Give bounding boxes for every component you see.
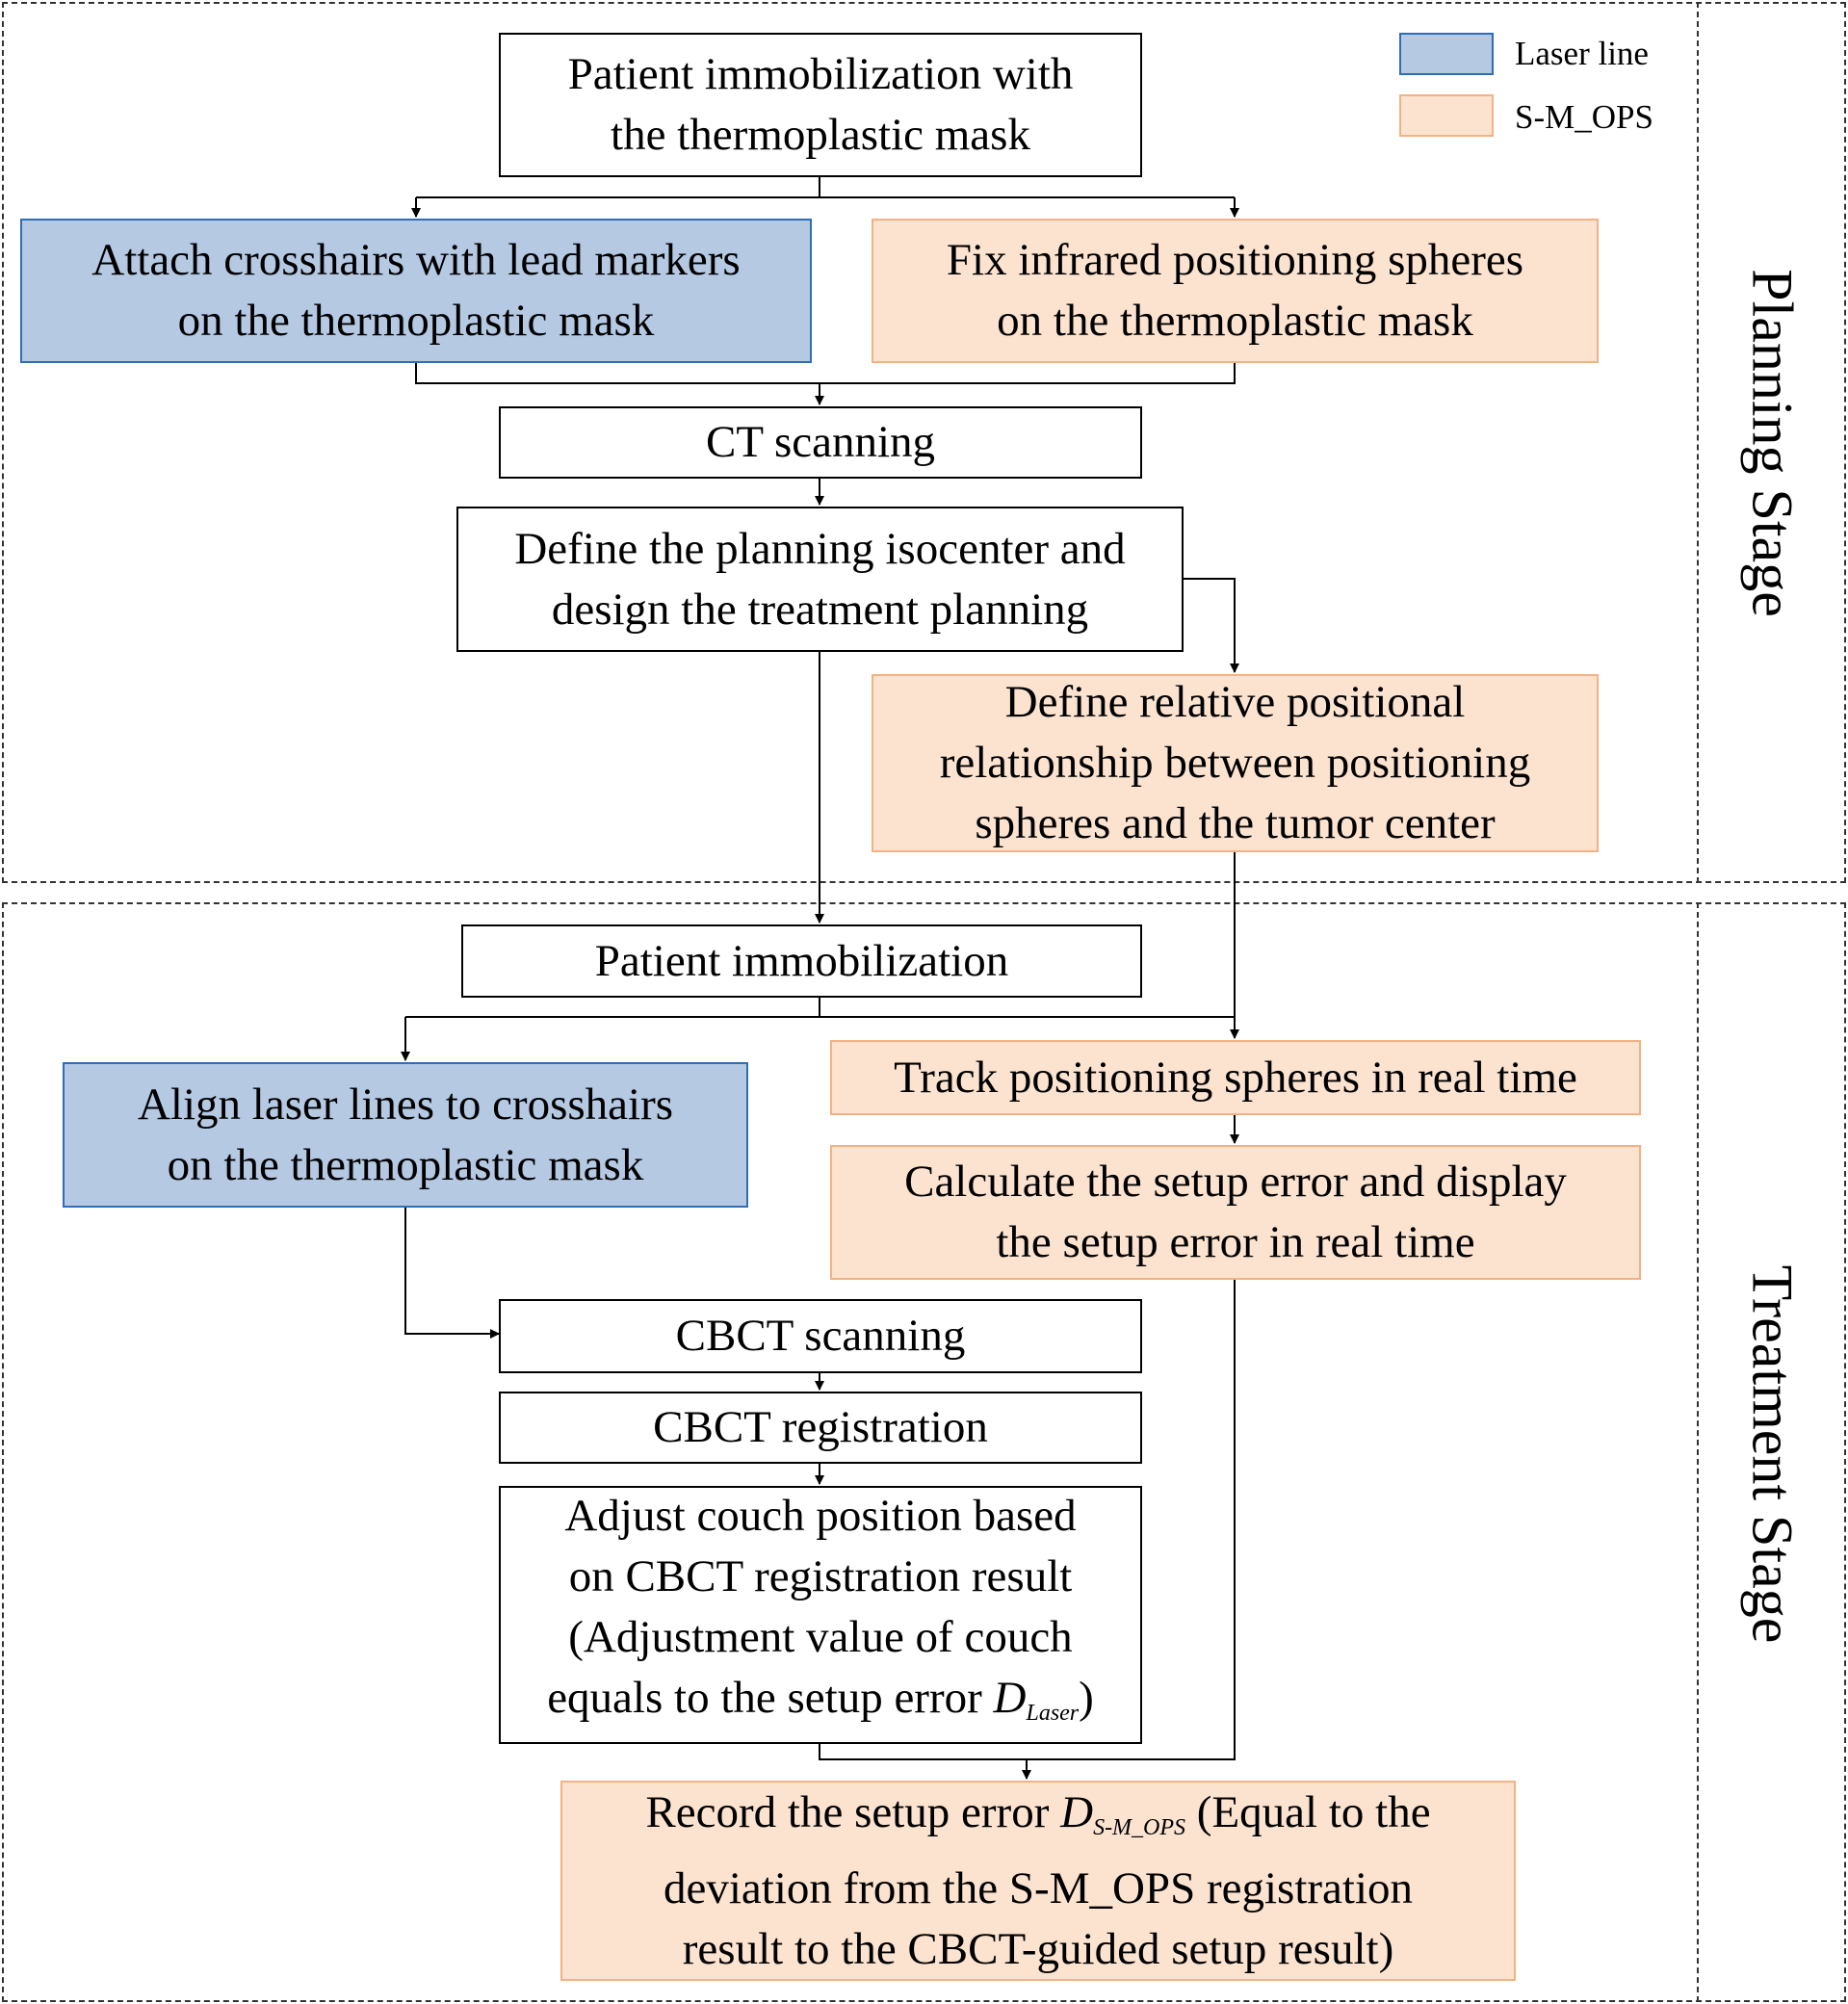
cbct-registration-box: CBCT registration <box>499 1392 1142 1464</box>
calculate-error-line2: the setup error in real time <box>996 1217 1475 1267</box>
define-isocenter-line1: Define the planning isocenter and <box>514 523 1126 574</box>
setup-error-laser-symbol: D <box>993 1673 1027 1723</box>
planning-stage-divider <box>1697 2 1699 883</box>
define-relationship-line2: relationship between positioning <box>939 738 1531 788</box>
legend-ops-swatch <box>1399 94 1494 137</box>
attach-crosshairs-line2: on the thermoplastic mask <box>177 296 655 346</box>
immobilization-mask-line2: the thermoplastic mask <box>611 110 1030 160</box>
attach-crosshairs-box: Attach crosshairs with lead markers on t… <box>20 219 812 363</box>
cbct-scanning-label: CBCT scanning <box>675 1311 966 1361</box>
align-laser-box: Align laser lines to crosshairs on the t… <box>63 1062 748 1208</box>
cbct-scanning-box: CBCT scanning <box>499 1299 1142 1373</box>
record-error-line1-suffix: (Equal to the <box>1185 1786 1431 1837</box>
treatment-stage-divider <box>1697 902 1699 2002</box>
calculate-error-box: Calculate the setup error and display th… <box>830 1145 1641 1280</box>
legend-ops-label: S-M_OPS <box>1515 98 1653 136</box>
arrow-to-define-relationship <box>1184 578 1239 673</box>
immobilization-mask-line1: Patient immobilization with <box>567 49 1074 99</box>
attach-crosshairs-line1: Attach crosshairs with lead markers <box>91 235 741 285</box>
define-isocenter-line2: design the treatment planning <box>551 584 1089 635</box>
define-isocenter-box: Define the planning isocenter and design… <box>456 507 1184 652</box>
setup-error-laser-subscript: Laser <box>1026 1701 1080 1726</box>
planning-stage-frame <box>2 2 1846 883</box>
immobilization-mask-box: Patient immobilization with the thermopl… <box>499 33 1142 177</box>
connector-mask-split <box>416 177 1235 198</box>
adjust-couch-line1: Adjust couch position based <box>564 1491 1077 1541</box>
patient-immobilization-label: Patient immobilization <box>594 935 1009 986</box>
adjust-couch-line4-prefix: equals to the setup error <box>547 1673 994 1723</box>
setup-error-ops-subscript: S-M_OPS <box>1093 1814 1186 1840</box>
record-error-box: Record the setup error DS-M_OPS (Equal t… <box>560 1781 1516 1981</box>
define-relationship-line1: Define relative positional <box>1004 677 1466 727</box>
ct-scanning-label: CT scanning <box>705 417 936 467</box>
arrow-to-cbct-scanning <box>404 1208 500 1339</box>
record-error-line1: Record the setup error DS-M_OPS (Equal t… <box>645 1783 1430 1859</box>
legend-laser-swatch <box>1399 33 1494 75</box>
connector-immobilization-split <box>819 998 1235 1018</box>
define-relationship-line3: spheres and the tumor center <box>975 798 1496 848</box>
fix-spheres-line1: Fix infrared positioning spheres <box>946 235 1524 285</box>
record-error-line3: result to the CBCT-guided setup result) <box>682 1923 1394 1974</box>
define-relationship-box: Define relative positional relationship … <box>872 674 1599 852</box>
ct-scanning-box: CT scanning <box>499 406 1142 479</box>
patient-immobilization-box: Patient immobilization <box>461 924 1142 998</box>
align-laser-line2: on the thermoplastic mask <box>167 1139 644 1190</box>
adjust-couch-line4: equals to the setup error DLaser) <box>547 1668 1094 1744</box>
fix-spheres-box: Fix infrared positioning spheres on the … <box>872 219 1599 363</box>
fix-spheres-line2: on the thermoplastic mask <box>997 296 1473 346</box>
align-laser-line1: Align laser lines to crosshairs <box>137 1079 674 1130</box>
cbct-registration-label: CBCT registration <box>653 1402 988 1452</box>
adjust-couch-line4-suffix: ) <box>1079 1673 1094 1723</box>
arrow-to-align-laser <box>405 1016 820 1060</box>
track-spheres-box: Track positioning spheres in real time <box>830 1040 1641 1115</box>
calculate-error-line1: Calculate the setup error and display <box>904 1157 1567 1207</box>
treatment-stage-frame <box>2 902 1846 2002</box>
adjust-couch-line2: on CBCT registration result <box>568 1551 1073 1601</box>
adjust-couch-line3: (Adjustment value of couch <box>568 1612 1073 1662</box>
setup-error-ops-symbol: D <box>1060 1786 1094 1837</box>
connector-merge-ct <box>415 363 1236 384</box>
legend-laser-label: Laser line <box>1515 35 1649 72</box>
record-error-line2: deviation from the S-M_OPS registration <box>663 1862 1414 1913</box>
record-error-line1-prefix: Record the setup error <box>645 1786 1061 1837</box>
adjust-couch-box: Adjust couch position based on CBCT regi… <box>499 1486 1142 1744</box>
track-spheres-label: Track positioning spheres in real time <box>894 1052 1577 1103</box>
